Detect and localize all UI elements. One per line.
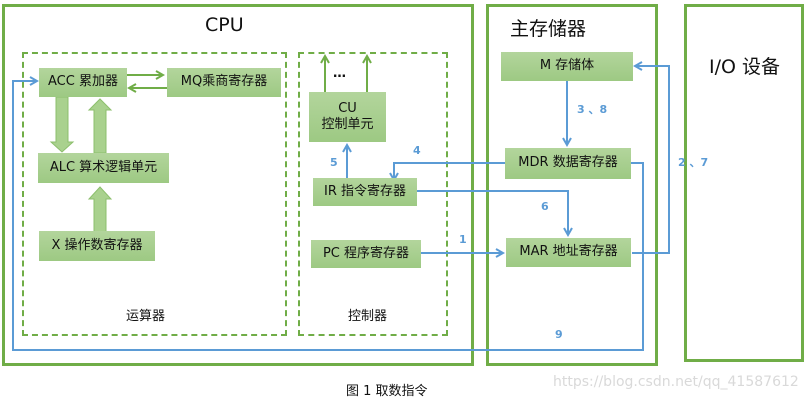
- mar-address-register-box: MAR 地址寄存器: [506, 238, 631, 267]
- m-storage-box: M 存储体: [501, 52, 633, 81]
- control-group: [298, 52, 448, 336]
- cpu-title: CPU: [205, 14, 244, 36]
- step-label-2-7: 2 、7: [678, 156, 709, 169]
- mar-to-m-arrow: [632, 66, 670, 254]
- alc-unit-box: ALC 算术逻辑单元: [38, 153, 169, 183]
- watermark: https://blog.csdn.net/qq_41587612: [553, 374, 799, 390]
- step-label-9: 9: [555, 328, 563, 341]
- step-label-1: 1: [459, 233, 467, 246]
- step-label-6: 6: [541, 200, 549, 213]
- control-group-label: 控制器: [348, 309, 388, 324]
- step-label-5: 5: [330, 156, 338, 169]
- ir-instruction-register-box: IR 指令寄存器: [313, 178, 417, 206]
- mq-register-box: MQ乘商寄存器: [167, 68, 281, 97]
- alc-to-acc-block-arrow: [87, 98, 113, 154]
- cu-output-ellipsis: …: [333, 66, 346, 81]
- acc-to-alc-block-arrow: [49, 96, 75, 153]
- figure-caption: 图 1 取数指令: [346, 384, 428, 399]
- step-label-4: 4: [413, 144, 421, 157]
- main-memory-title: 主存储器: [510, 18, 587, 40]
- cu-sublabel: 控制单元: [321, 117, 374, 132]
- step-label-3-8: 3 、8: [577, 103, 608, 116]
- x-to-alc-block-arrow: [87, 186, 113, 233]
- x-operand-register-box: X 操作数寄存器: [39, 231, 155, 261]
- cu-label: CU: [338, 100, 357, 116]
- cu-control-unit-box: CU 控制单元: [309, 92, 386, 142]
- alu-group-label: 运算器: [126, 309, 166, 324]
- pc-program-register-box: PC 程序寄存器: [311, 240, 421, 268]
- ir-to-mar-arrow: [417, 190, 568, 235]
- alu-group: [22, 52, 287, 336]
- mdr-to-ir-arrow: [394, 162, 505, 180]
- io-device-title: I/O 设备: [709, 56, 780, 78]
- mdr-data-register-box: MDR 数据寄存器: [505, 148, 631, 179]
- cpu-container: [2, 4, 474, 366]
- main-memory-container: [486, 4, 658, 366]
- mdr-to-acc-arrow: [12, 81, 644, 351]
- io-device-container: [684, 4, 804, 362]
- acc-accumulator-box: ACC 累加器: [39, 68, 127, 97]
